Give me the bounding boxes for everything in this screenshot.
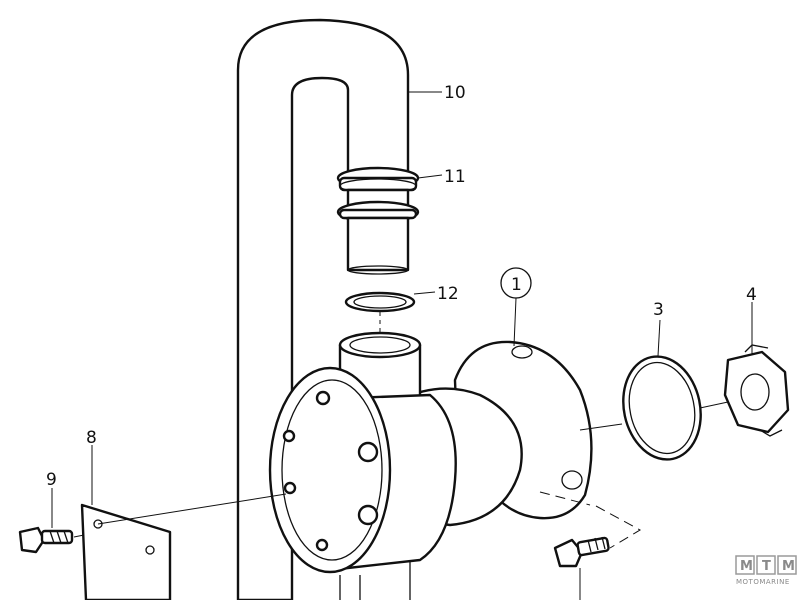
o-ring-part-3 [622,355,702,461]
callout-12: 12 [437,284,459,304]
callout-1-circle [500,267,532,299]
coupling-part-4 [723,344,790,437]
bolt-part-9 [18,526,74,554]
callout-11: 11 [444,167,466,187]
pump-housing-part-1 [268,331,593,600]
bolt-lower-right [553,536,610,568]
callout-4: 4 [746,285,757,305]
callout-8: 8 [86,428,97,448]
watermark-subtitle: MOTOMARINE [736,578,790,586]
hose-clamps-part-11 [336,166,420,275]
watermark-logo: M T M MOTOMARINE [735,555,797,586]
leader-lines [51,91,753,600]
callout-1: 1 [511,275,522,295]
watermark-letter-m1: M [740,559,753,574]
o-ring-part-12 [344,291,416,313]
callout-labels: 1 3 4 8 9 10 11 12 [46,83,757,490]
callout-10: 10 [444,83,466,103]
cover-plate-part-8 [80,503,172,600]
watermark-letter-m2: M [782,559,795,574]
callout-9: 9 [46,470,57,490]
callout-3: 3 [653,300,664,320]
watermark-letter-t: T [762,559,771,574]
